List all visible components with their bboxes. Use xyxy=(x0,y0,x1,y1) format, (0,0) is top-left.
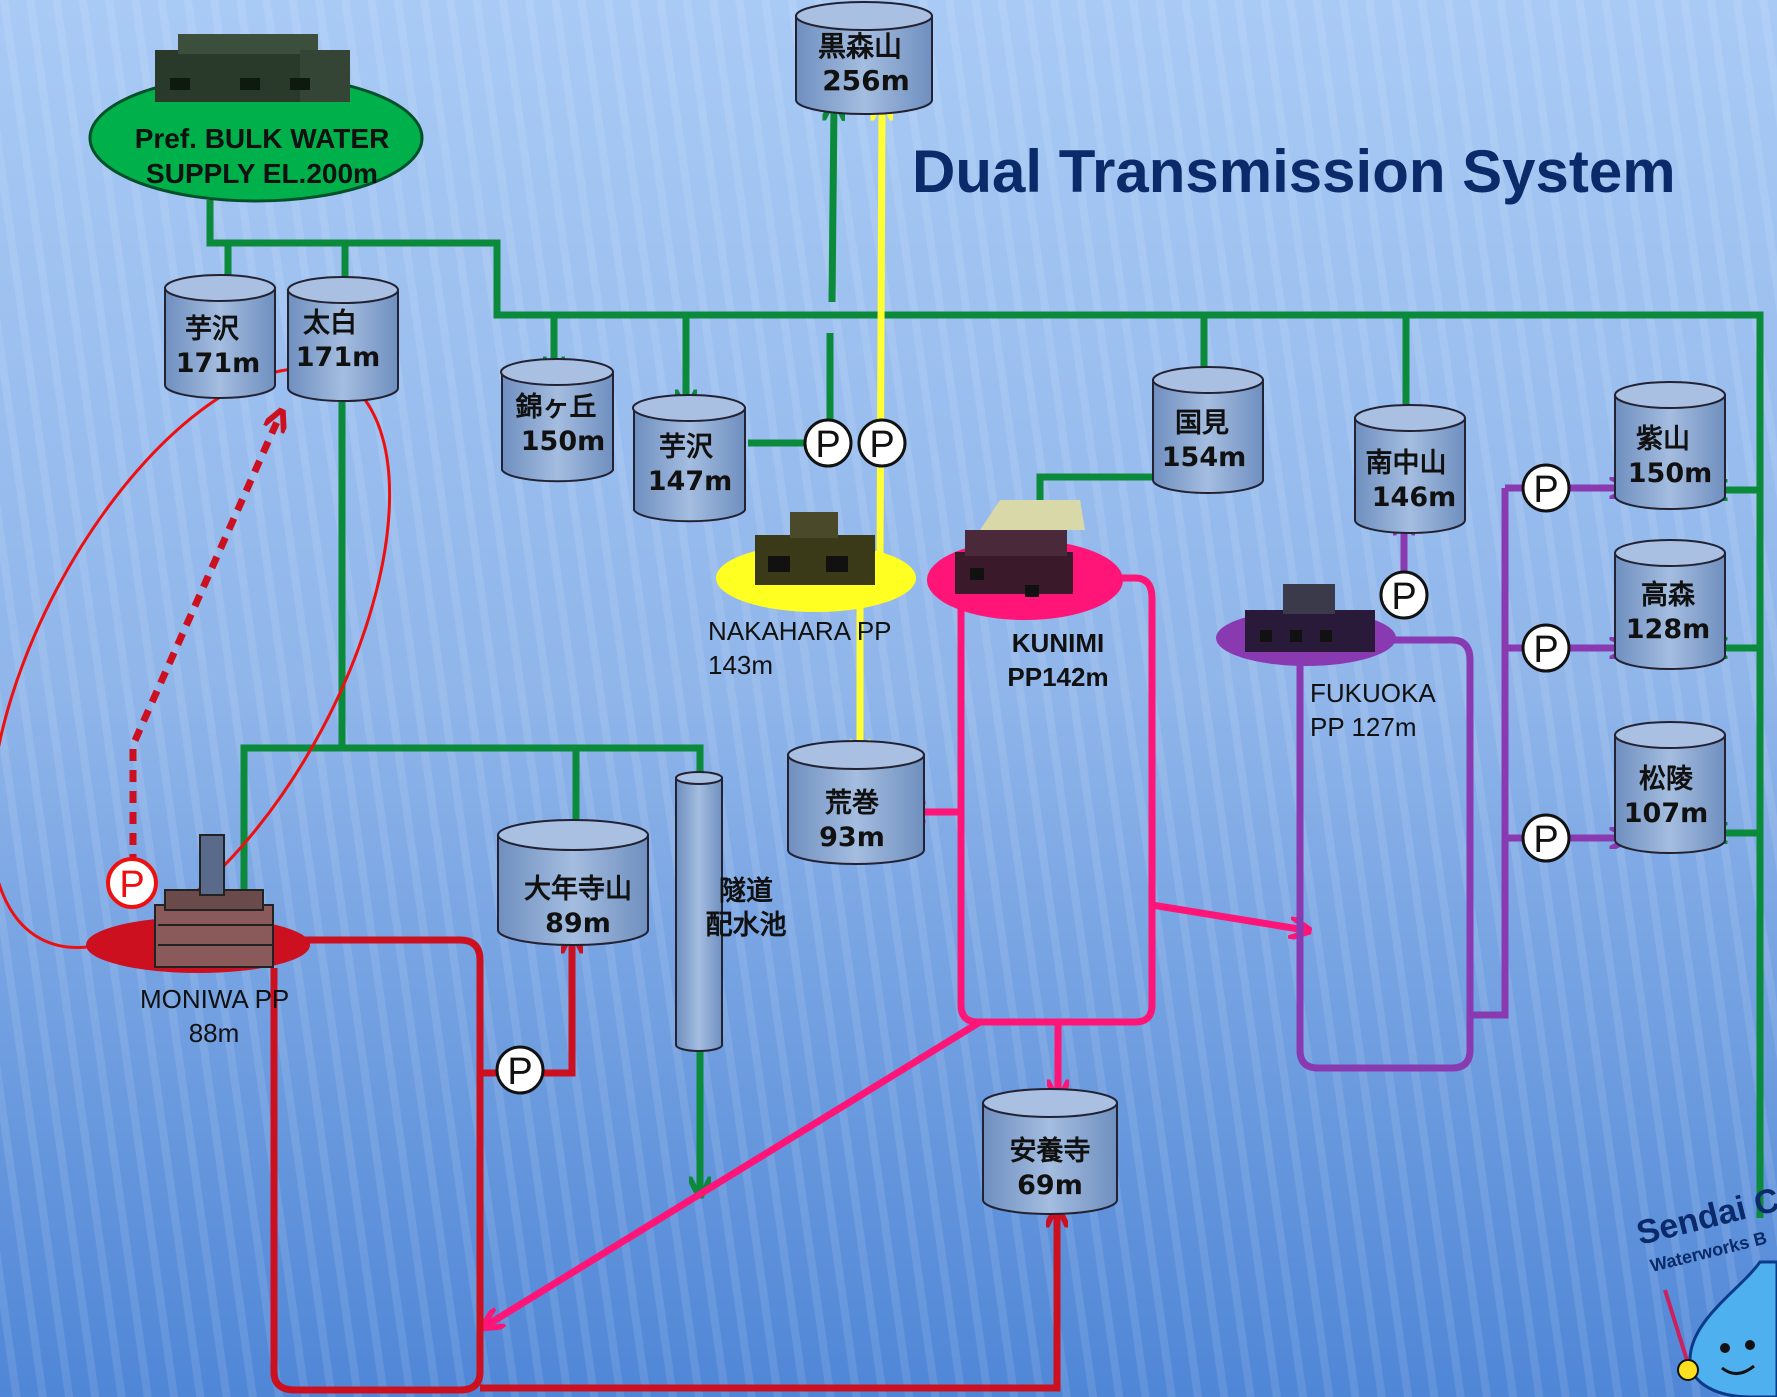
tank-name: 松陵 xyxy=(1639,764,1694,795)
tank-elevation: 171m xyxy=(296,342,381,373)
tank-elevation: 256m xyxy=(822,64,910,97)
tank-elevation: 154m xyxy=(1162,442,1247,473)
purple-pipe-feeder xyxy=(1470,488,1509,1019)
pump-imozawa-1: P xyxy=(803,418,853,468)
pump-label: P xyxy=(1533,629,1558,671)
tank-elevation: 150m xyxy=(1628,458,1713,489)
plant-label-1: FUKUOKA xyxy=(1310,678,1436,708)
tunnel-reservoir-label-1: 隧道 xyxy=(719,875,773,907)
tank-imozawa-147: 芋沢 147m xyxy=(632,394,746,523)
tank-name: 荒巻 xyxy=(825,788,879,819)
tank-minaminakayama: 南中山 146m xyxy=(1354,404,1466,534)
tank-elevation: 69m xyxy=(1017,1170,1083,1201)
bulk-supply-label-2: SUPPLY EL.200m xyxy=(146,158,378,189)
plant-fukuoka: FUKUOKA PP 127m xyxy=(1216,584,1436,742)
tank-kuromoriyama: 黒森山 256m xyxy=(795,1,933,115)
red-pipe-to-anyoji xyxy=(480,1212,1057,1392)
tank-takamori: 高森 128m xyxy=(1614,539,1726,670)
pump-label: P xyxy=(1533,469,1558,511)
plant-kunimi: KUNIMI PP142m xyxy=(927,500,1123,692)
tank-elevation: 89m xyxy=(545,908,611,939)
plant-label-1: MONIWA PP xyxy=(140,984,289,1014)
red-pipe-moniwa-loop xyxy=(270,936,484,1394)
tank-name: 太白 xyxy=(303,307,357,339)
plant-moniwa: MONIWA PP 88m xyxy=(86,834,310,1048)
plant-label-2: PP 127m xyxy=(1310,712,1416,742)
diagram-title: Dual Transmission System xyxy=(912,138,1676,205)
pump-takamori: P xyxy=(1521,623,1571,673)
tank-name: 大年寺山 xyxy=(524,873,632,905)
bulk-supply-label-1: Pref. BULK WATER xyxy=(135,123,390,154)
red-pipe-planned-dotted xyxy=(129,415,280,887)
tank-elevation: 107m xyxy=(1624,798,1709,829)
tank-aramaki: 荒巻 93m xyxy=(787,740,925,865)
pump-moniwa-planned: P xyxy=(106,857,158,909)
plant-label-1: KUNIMI xyxy=(1012,628,1104,658)
yellow-pipe-nakahara-to-kuromoriyama xyxy=(880,105,882,561)
plant-label-2: PP142m xyxy=(1007,662,1108,692)
pump-ohnenjiyama: P xyxy=(495,1045,545,1095)
pump-label: P xyxy=(119,864,144,906)
tank-name: 安養寺 xyxy=(1010,1135,1091,1167)
tank-name: 高森 xyxy=(1641,579,1696,611)
magenta-pipe-to-red-loop xyxy=(487,1019,982,1325)
tank-elevation: 146m xyxy=(1372,482,1457,513)
pump-label: P xyxy=(1391,576,1416,618)
tank-name: 紫山 xyxy=(1636,424,1690,455)
tank-elevation: 128m xyxy=(1626,614,1711,645)
pump-murasakiyama: P xyxy=(1521,463,1571,513)
magenta-pipe-to-fukuoka xyxy=(1151,901,1305,930)
tank-elevation: 150m xyxy=(521,426,606,457)
tank-shoryo: 松陵 107m xyxy=(1614,721,1726,854)
yellow-pipes xyxy=(860,105,882,755)
tank-elevation: 147m xyxy=(648,466,733,497)
tank-kunimi: 国見 154m xyxy=(1152,366,1264,494)
tank-name: 黒森山 xyxy=(818,30,902,63)
tank-murasakiyama: 紫山 150m xyxy=(1614,381,1726,510)
plant-label-1: NAKAHARA PP xyxy=(708,616,892,646)
tank-imozawa-171: 芋沢 171m xyxy=(164,274,276,399)
pump-label: P xyxy=(507,1051,532,1093)
green-pipe-bulk-main xyxy=(206,200,1764,1218)
bulk-water-supply: Pref. BULK WATER SUPPLY EL.200m xyxy=(88,34,424,203)
tunnel-reservoir: 隧道 配水池 xyxy=(675,771,787,1052)
pump-fukuoka: P xyxy=(1379,570,1429,620)
tank-anyoji: 安養寺 69m xyxy=(982,1088,1118,1215)
tank-name: 国見 xyxy=(1175,408,1229,439)
tank-nishikigaoka: 錦ヶ丘 150m xyxy=(500,358,614,483)
tunnel-reservoir-label-2: 配水池 xyxy=(706,910,787,941)
tank-name: 南中山 xyxy=(1366,448,1447,479)
tank-name: 芋沢 xyxy=(659,432,714,463)
sendai-waterworks-logo: Sendai C Waterworks B xyxy=(1633,1181,1777,1397)
green-pipe-taihaku-down xyxy=(244,402,346,920)
plant-label-2: 143m xyxy=(708,650,773,680)
pump-shoryo: P xyxy=(1521,813,1571,863)
tank-taihaku: 太白 171m xyxy=(287,276,399,402)
tank-ohnenjiyama: 大年寺山 89m xyxy=(497,819,649,946)
tank-name: 芋沢 xyxy=(185,314,240,345)
pump-label: P xyxy=(869,424,894,466)
plant-nakahara: NAKAHARA PP 143m xyxy=(708,512,916,680)
pump-label: P xyxy=(815,424,840,466)
green-pipe-to-kuromoriyama xyxy=(832,105,834,303)
plant-label-2: 88m xyxy=(189,1018,240,1048)
tank-name: 錦ヶ丘 xyxy=(516,391,597,423)
red-pipes xyxy=(129,415,1057,1394)
tank-elevation: 171m xyxy=(176,348,261,379)
pump-imozawa-2: P xyxy=(857,418,907,468)
tank-elevation: 93m xyxy=(819,822,885,853)
pump-label: P xyxy=(1533,819,1558,861)
